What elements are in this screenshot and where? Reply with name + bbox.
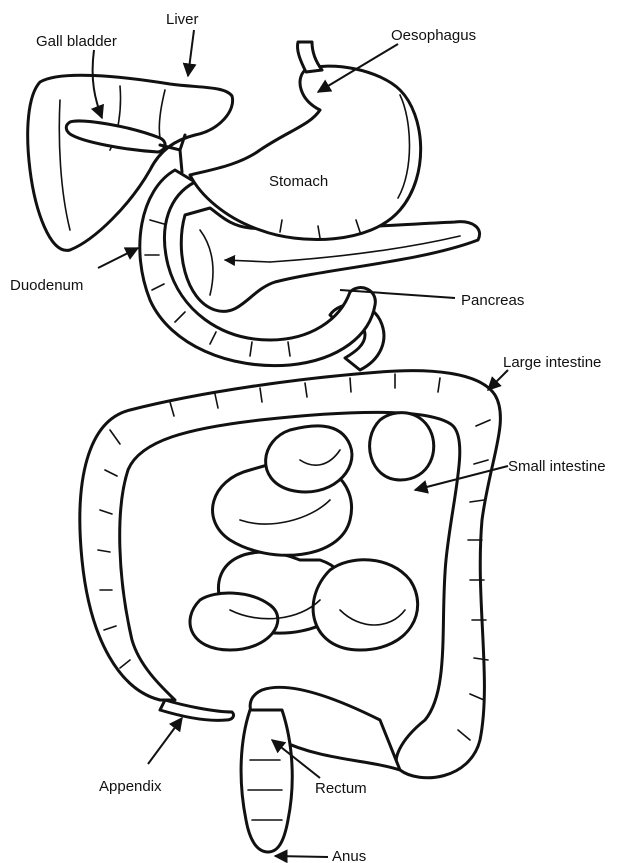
label-oesophagus: Oesophagus [391, 27, 476, 44]
duodenum-leader [98, 248, 138, 268]
oesophagus-shape [297, 42, 322, 72]
label-appendix: Appendix [99, 778, 162, 795]
label-gall-bladder: Gall bladder [36, 33, 117, 50]
label-small-intestine: Small intestine [508, 458, 606, 475]
label-anus: Anus [332, 848, 366, 863]
liver-leader [188, 30, 194, 76]
appendix-leader [148, 718, 182, 764]
label-stomach: Stomach [269, 173, 328, 190]
label-duodenum: Duodenum [10, 277, 83, 294]
label-pancreas: Pancreas [461, 292, 524, 309]
label-rectum: Rectum [315, 780, 367, 797]
appendix-shape [160, 700, 234, 720]
label-liver: Liver [166, 11, 199, 28]
label-large-intestine: Large intestine [503, 354, 601, 371]
anus-leader [275, 856, 328, 857]
large-intestine-leader [488, 370, 508, 390]
rectum-tube-shape [241, 710, 292, 852]
